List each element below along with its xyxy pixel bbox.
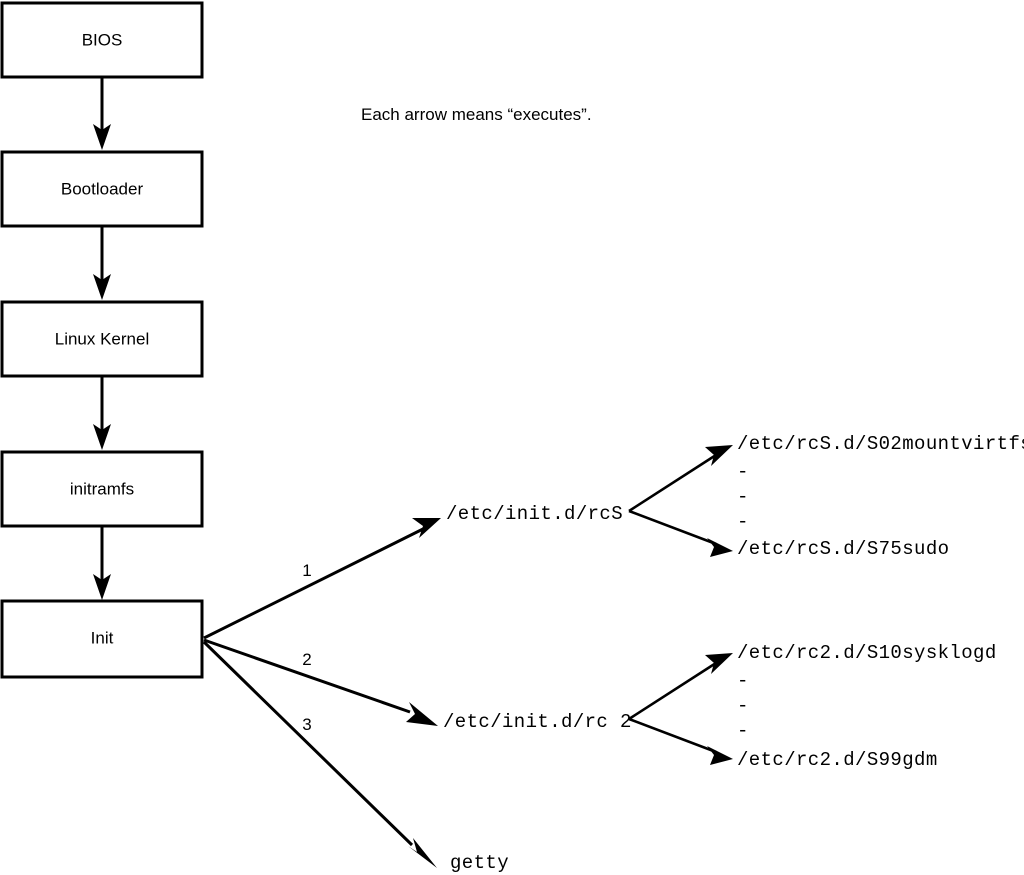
arrow-shaft: [203, 526, 426, 640]
rc2-branch-ellipsis-2: -: [737, 695, 748, 717]
rcs-branch-first-label[interactable]: /etc/rcS.d/S02mountvirtfs: [737, 433, 1024, 455]
arrow-head-icon: [406, 702, 438, 726]
arrow-init-to-rc2: [203, 638, 438, 726]
arrow-shaft: [628, 509, 717, 546]
node-bootloader[interactable]: Bootloader: [0, 150, 204, 228]
arrow-initramfs-to-init: [93, 526, 111, 600]
arrow-head-icon: [408, 838, 437, 868]
arrow-head-icon: [707, 538, 733, 557]
rc2-branch-ellipsis-3: -: [737, 720, 748, 742]
init-label: Init: [91, 628, 114, 647]
rc2-branch-last-label[interactable]: /etc/rc2.d/S99gdm: [737, 749, 938, 771]
rcs-branch-last-label[interactable]: /etc/rcS.d/S75sudo: [737, 538, 949, 560]
node-rcs-script-label[interactable]: /etc/init.d/rcS: [446, 503, 623, 525]
arrow-head-icon: [93, 274, 111, 300]
arrow-head-icon: [93, 574, 111, 600]
arrow-rc2-to-last: [628, 717, 733, 765]
rcs-branch-ellipsis-1: -: [737, 461, 748, 483]
rc2-branch-ellipsis-1: -: [737, 670, 748, 692]
arrow-head-icon: [412, 518, 441, 538]
arrow-head-icon: [707, 746, 733, 765]
arrow-kernel-to-initramfs: [93, 376, 111, 450]
bootloader-box[interactable]: [0, 150, 204, 228]
arrow-init-to-getty: [202, 640, 437, 868]
arrow-head-icon: [93, 424, 111, 450]
node-linux-kernel[interactable]: Linux Kernel: [0, 300, 204, 378]
arrow-head-icon: [93, 124, 111, 150]
edge-label-3: 3: [302, 715, 311, 734]
init-box[interactable]: [0, 599, 204, 679]
arrow-shaft: [628, 453, 717, 513]
arrow-shaft: [628, 717, 717, 754]
rcs-branch-ellipsis-2: -: [737, 486, 748, 508]
node-initramfs[interactable]: initramfs: [0, 450, 204, 528]
node-bios[interactable]: BIOS: [0, 1, 204, 79]
arrow-rcs-to-first: [628, 445, 733, 513]
arrow-rcs-to-last: [628, 509, 733, 557]
arrow-init-to-rcs: [203, 518, 441, 640]
bios-label: BIOS: [82, 30, 123, 49]
node-init[interactable]: Init: [0, 599, 204, 679]
node-getty-label[interactable]: getty: [450, 852, 509, 874]
bootloader-label: Bootloader: [61, 179, 144, 198]
arrow-head-icon: [705, 445, 733, 466]
linux-kernel-box[interactable]: [0, 300, 204, 378]
bios-box[interactable]: [0, 1, 204, 79]
arrow-bios-to-bootloader: [93, 77, 111, 150]
arrow-bootloader-to-kernel: [93, 226, 111, 300]
edge-label-1: 1: [302, 561, 311, 580]
arrow-head-icon: [705, 653, 733, 674]
edge-label-2: 2: [302, 650, 311, 669]
arrow-shaft: [203, 638, 411, 714]
arrow-shaft: [628, 661, 717, 721]
initramfs-label: initramfs: [70, 479, 134, 498]
caption-text: Each arrow means “executes”.: [361, 105, 592, 124]
linux-kernel-label: Linux Kernel: [55, 329, 150, 348]
rcs-branch-ellipsis-3: -: [737, 511, 748, 533]
arrow-shaft: [202, 640, 414, 847]
rc2-branch-first-label[interactable]: /etc/rc2.d/S10sysklogd: [737, 642, 997, 664]
node-rc2-script-label[interactable]: /etc/init.d/rc 2: [443, 711, 632, 733]
arrow-rc2-to-first: [628, 653, 733, 721]
